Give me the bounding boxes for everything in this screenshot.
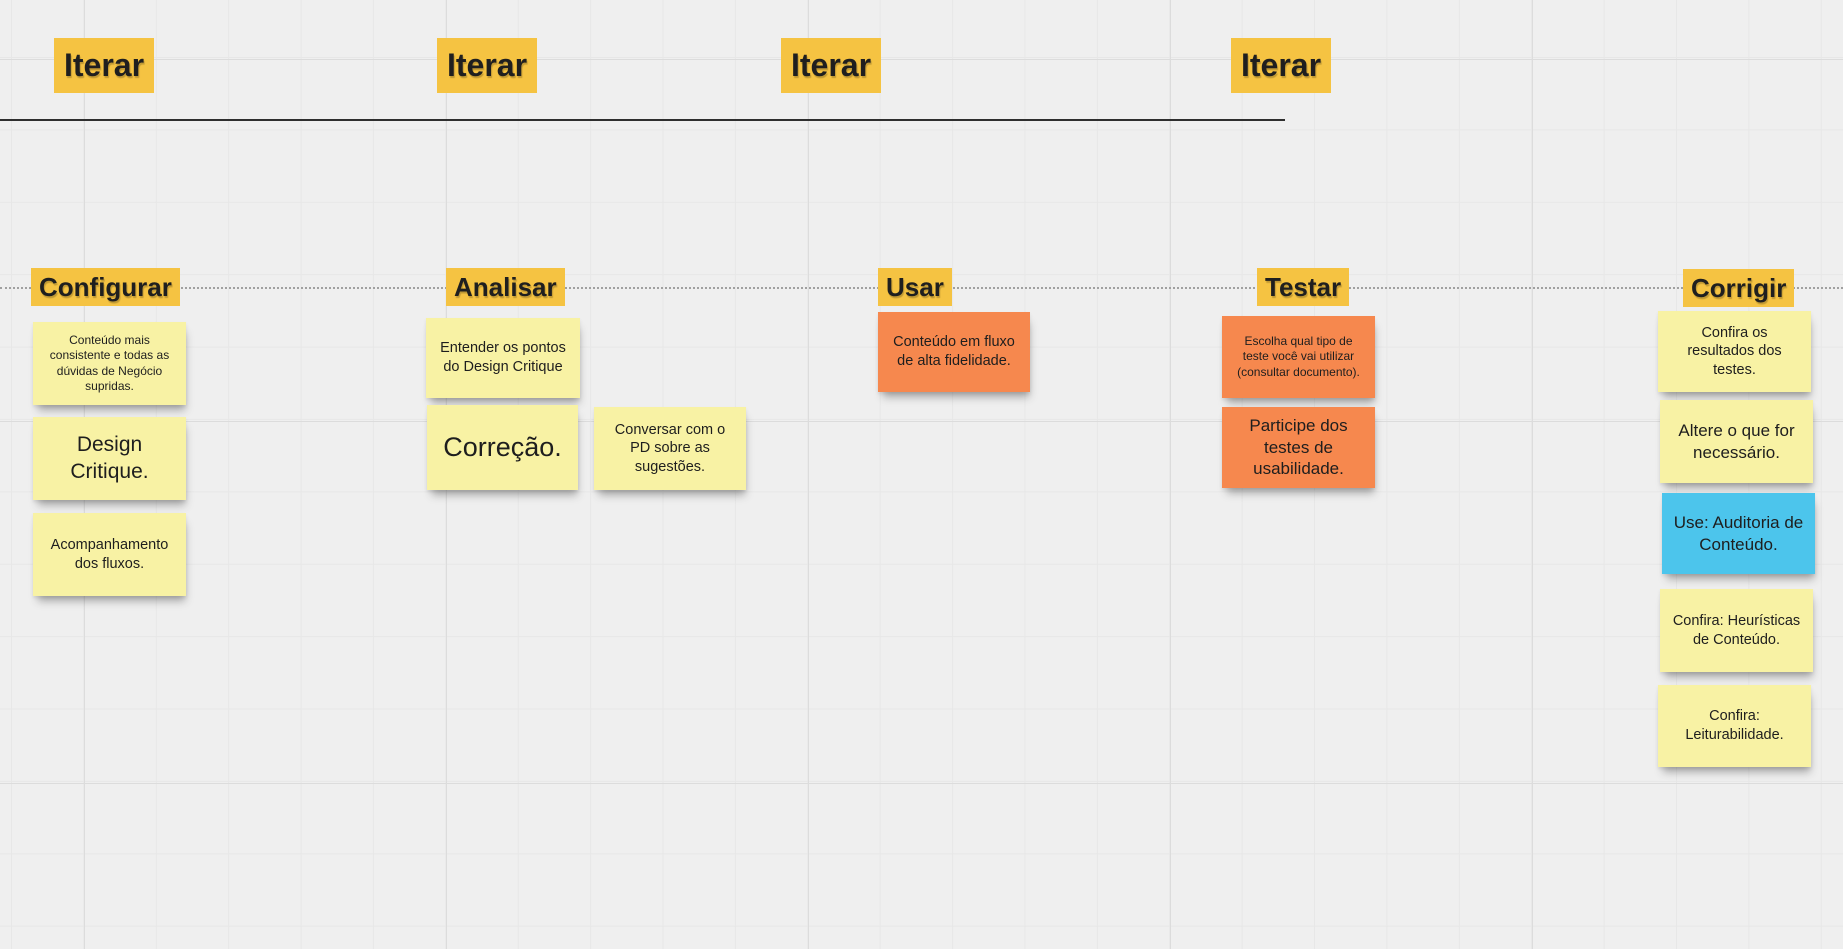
- column-header-analisar[interactable]: Analisar: [446, 268, 565, 306]
- sticky-note-analisar-3[interactable]: Conversar com o PD sobre as sugestões.: [594, 407, 746, 490]
- sticky-note-corrigir-5[interactable]: Confira: Leiturabilidade.: [1658, 685, 1811, 767]
- sticky-note-testar-1[interactable]: Escolha qual tipo de teste você vai util…: [1222, 316, 1375, 398]
- iterate-label-4[interactable]: Iterar: [1231, 38, 1332, 93]
- sticky-note-configurar-1[interactable]: Conteúdo mais consistente e todas as dúv…: [33, 322, 186, 405]
- sticky-note-testar-2[interactable]: Participe dos testes de usabilidade.: [1222, 407, 1375, 488]
- column-header-testar[interactable]: Testar: [1257, 268, 1350, 306]
- sticky-note-corrigir-4[interactable]: Confira: Heurísticas de Conteúdo.: [1660, 589, 1813, 672]
- sticky-note-corrigir-3[interactable]: Use: Auditoria de Conteúdo.: [1662, 493, 1815, 574]
- column-header-configurar[interactable]: Configurar: [31, 268, 180, 306]
- sticky-note-analisar-2[interactable]: Correção.: [427, 405, 578, 490]
- sticky-note-analisar-1[interactable]: Entender os pontos do Design Critique: [426, 318, 580, 398]
- iterate-label-1[interactable]: Iterar: [54, 38, 155, 93]
- column-header-corrigir[interactable]: Corrigir: [1683, 269, 1795, 307]
- iterate-label-2[interactable]: Iterar: [437, 38, 538, 93]
- sticky-note-configurar-3[interactable]: Acompanhamento dos fluxos.: [33, 513, 186, 596]
- sticky-note-corrigir-2[interactable]: Altere o que for necessário.: [1660, 400, 1813, 483]
- iterate-label-3[interactable]: Iterar: [781, 38, 882, 93]
- column-header-usar[interactable]: Usar: [878, 268, 952, 306]
- sticky-note-configurar-2[interactable]: Design Critique.: [33, 417, 186, 500]
- sticky-note-corrigir-1[interactable]: Confira os resultados dos testes.: [1658, 311, 1811, 392]
- iterate-section-underline: [0, 119, 1285, 121]
- sticky-note-usar-1[interactable]: Conteúdo em fluxo de alta fidelidade.: [878, 312, 1030, 392]
